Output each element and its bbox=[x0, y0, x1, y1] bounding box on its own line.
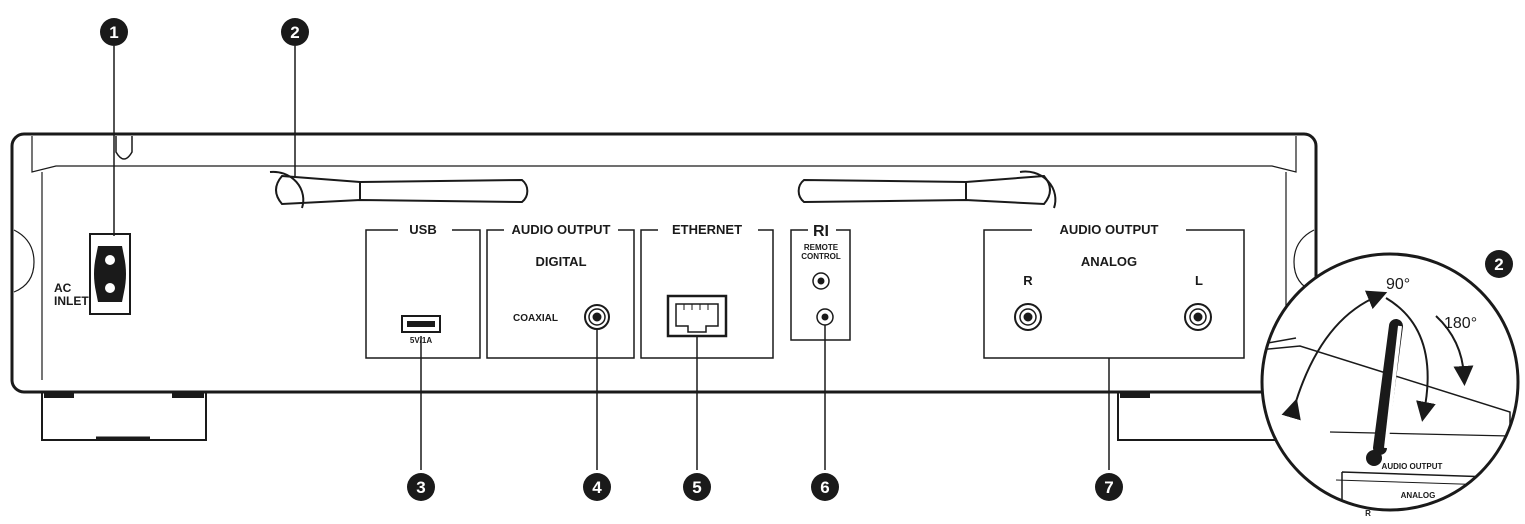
svg-text:2: 2 bbox=[1494, 255, 1503, 274]
left-antenna bbox=[269, 170, 529, 209]
angle-180-label: 180° bbox=[1444, 315, 1477, 332]
callout-5: 5 bbox=[683, 473, 711, 501]
right-channel-label: R bbox=[1023, 273, 1033, 288]
remote-control-line1: REMOTE bbox=[804, 243, 839, 252]
ethernet-frame bbox=[640, 229, 774, 359]
callout-6: 6 bbox=[811, 473, 839, 501]
digital-output-title: AUDIO OUTPUT bbox=[512, 222, 611, 237]
ac-inlet bbox=[89, 233, 131, 315]
usb-port bbox=[401, 315, 441, 333]
svg-text:5: 5 bbox=[692, 478, 701, 497]
callout-3: 3 bbox=[407, 473, 435, 501]
coaxial-jack bbox=[584, 304, 610, 330]
callout-1: 1 bbox=[100, 18, 128, 46]
ethernet-title: ETHERNET bbox=[672, 222, 742, 237]
detail-analog-label: ANALOG bbox=[1401, 491, 1436, 500]
digital-label: DIGITAL bbox=[535, 254, 586, 269]
digital-output-frame bbox=[486, 229, 635, 359]
right-antenna bbox=[797, 170, 1057, 209]
chassis bbox=[10, 132, 1318, 394]
ri-logo: RI bbox=[813, 223, 829, 240]
analog-jack-left bbox=[1184, 303, 1212, 331]
detail-r-label: R bbox=[1365, 509, 1371, 518]
ri-jack-bottom bbox=[816, 308, 834, 326]
left-foot bbox=[41, 392, 207, 441]
ri-jack-top bbox=[812, 272, 830, 290]
ethernet-port bbox=[666, 294, 728, 338]
analog-label: ANALOG bbox=[1081, 254, 1137, 269]
coaxial-label: COAXIAL bbox=[513, 313, 558, 324]
usb-title: USB bbox=[409, 222, 436, 237]
leader-lines bbox=[113, 46, 1110, 470]
callout-2: 2 bbox=[281, 18, 309, 46]
svg-text:4: 4 bbox=[592, 478, 602, 497]
ac-inlet-label-line1: AC bbox=[54, 281, 72, 295]
usb-frame bbox=[365, 229, 481, 359]
svg-text:2: 2 bbox=[290, 23, 299, 42]
detail-audio-output-label: AUDIO OUTPUT bbox=[1382, 462, 1443, 471]
svg-text:3: 3 bbox=[416, 478, 425, 497]
svg-text:6: 6 bbox=[820, 478, 829, 497]
svg-text:1: 1 bbox=[109, 23, 118, 42]
callout-4: 4 bbox=[583, 473, 611, 501]
analog-output-title: AUDIO OUTPUT bbox=[1060, 222, 1159, 237]
callout-2-detail: 2 bbox=[1485, 250, 1513, 278]
angle-90-label: 90° bbox=[1386, 276, 1410, 293]
analog-output-frame bbox=[983, 229, 1245, 359]
callout-7: 7 bbox=[1095, 473, 1123, 501]
left-channel-label: L bbox=[1195, 273, 1203, 288]
ri-frame bbox=[790, 229, 851, 341]
analog-jack-right bbox=[1014, 303, 1042, 331]
remote-control-line2: CONTROL bbox=[801, 252, 841, 261]
svg-text:7: 7 bbox=[1104, 478, 1113, 497]
antenna-rotation-detail: 90° 180° AUDIO OUTPUT ANALOG R bbox=[1260, 252, 1520, 518]
ac-inlet-label-line2: INLET bbox=[54, 294, 89, 308]
